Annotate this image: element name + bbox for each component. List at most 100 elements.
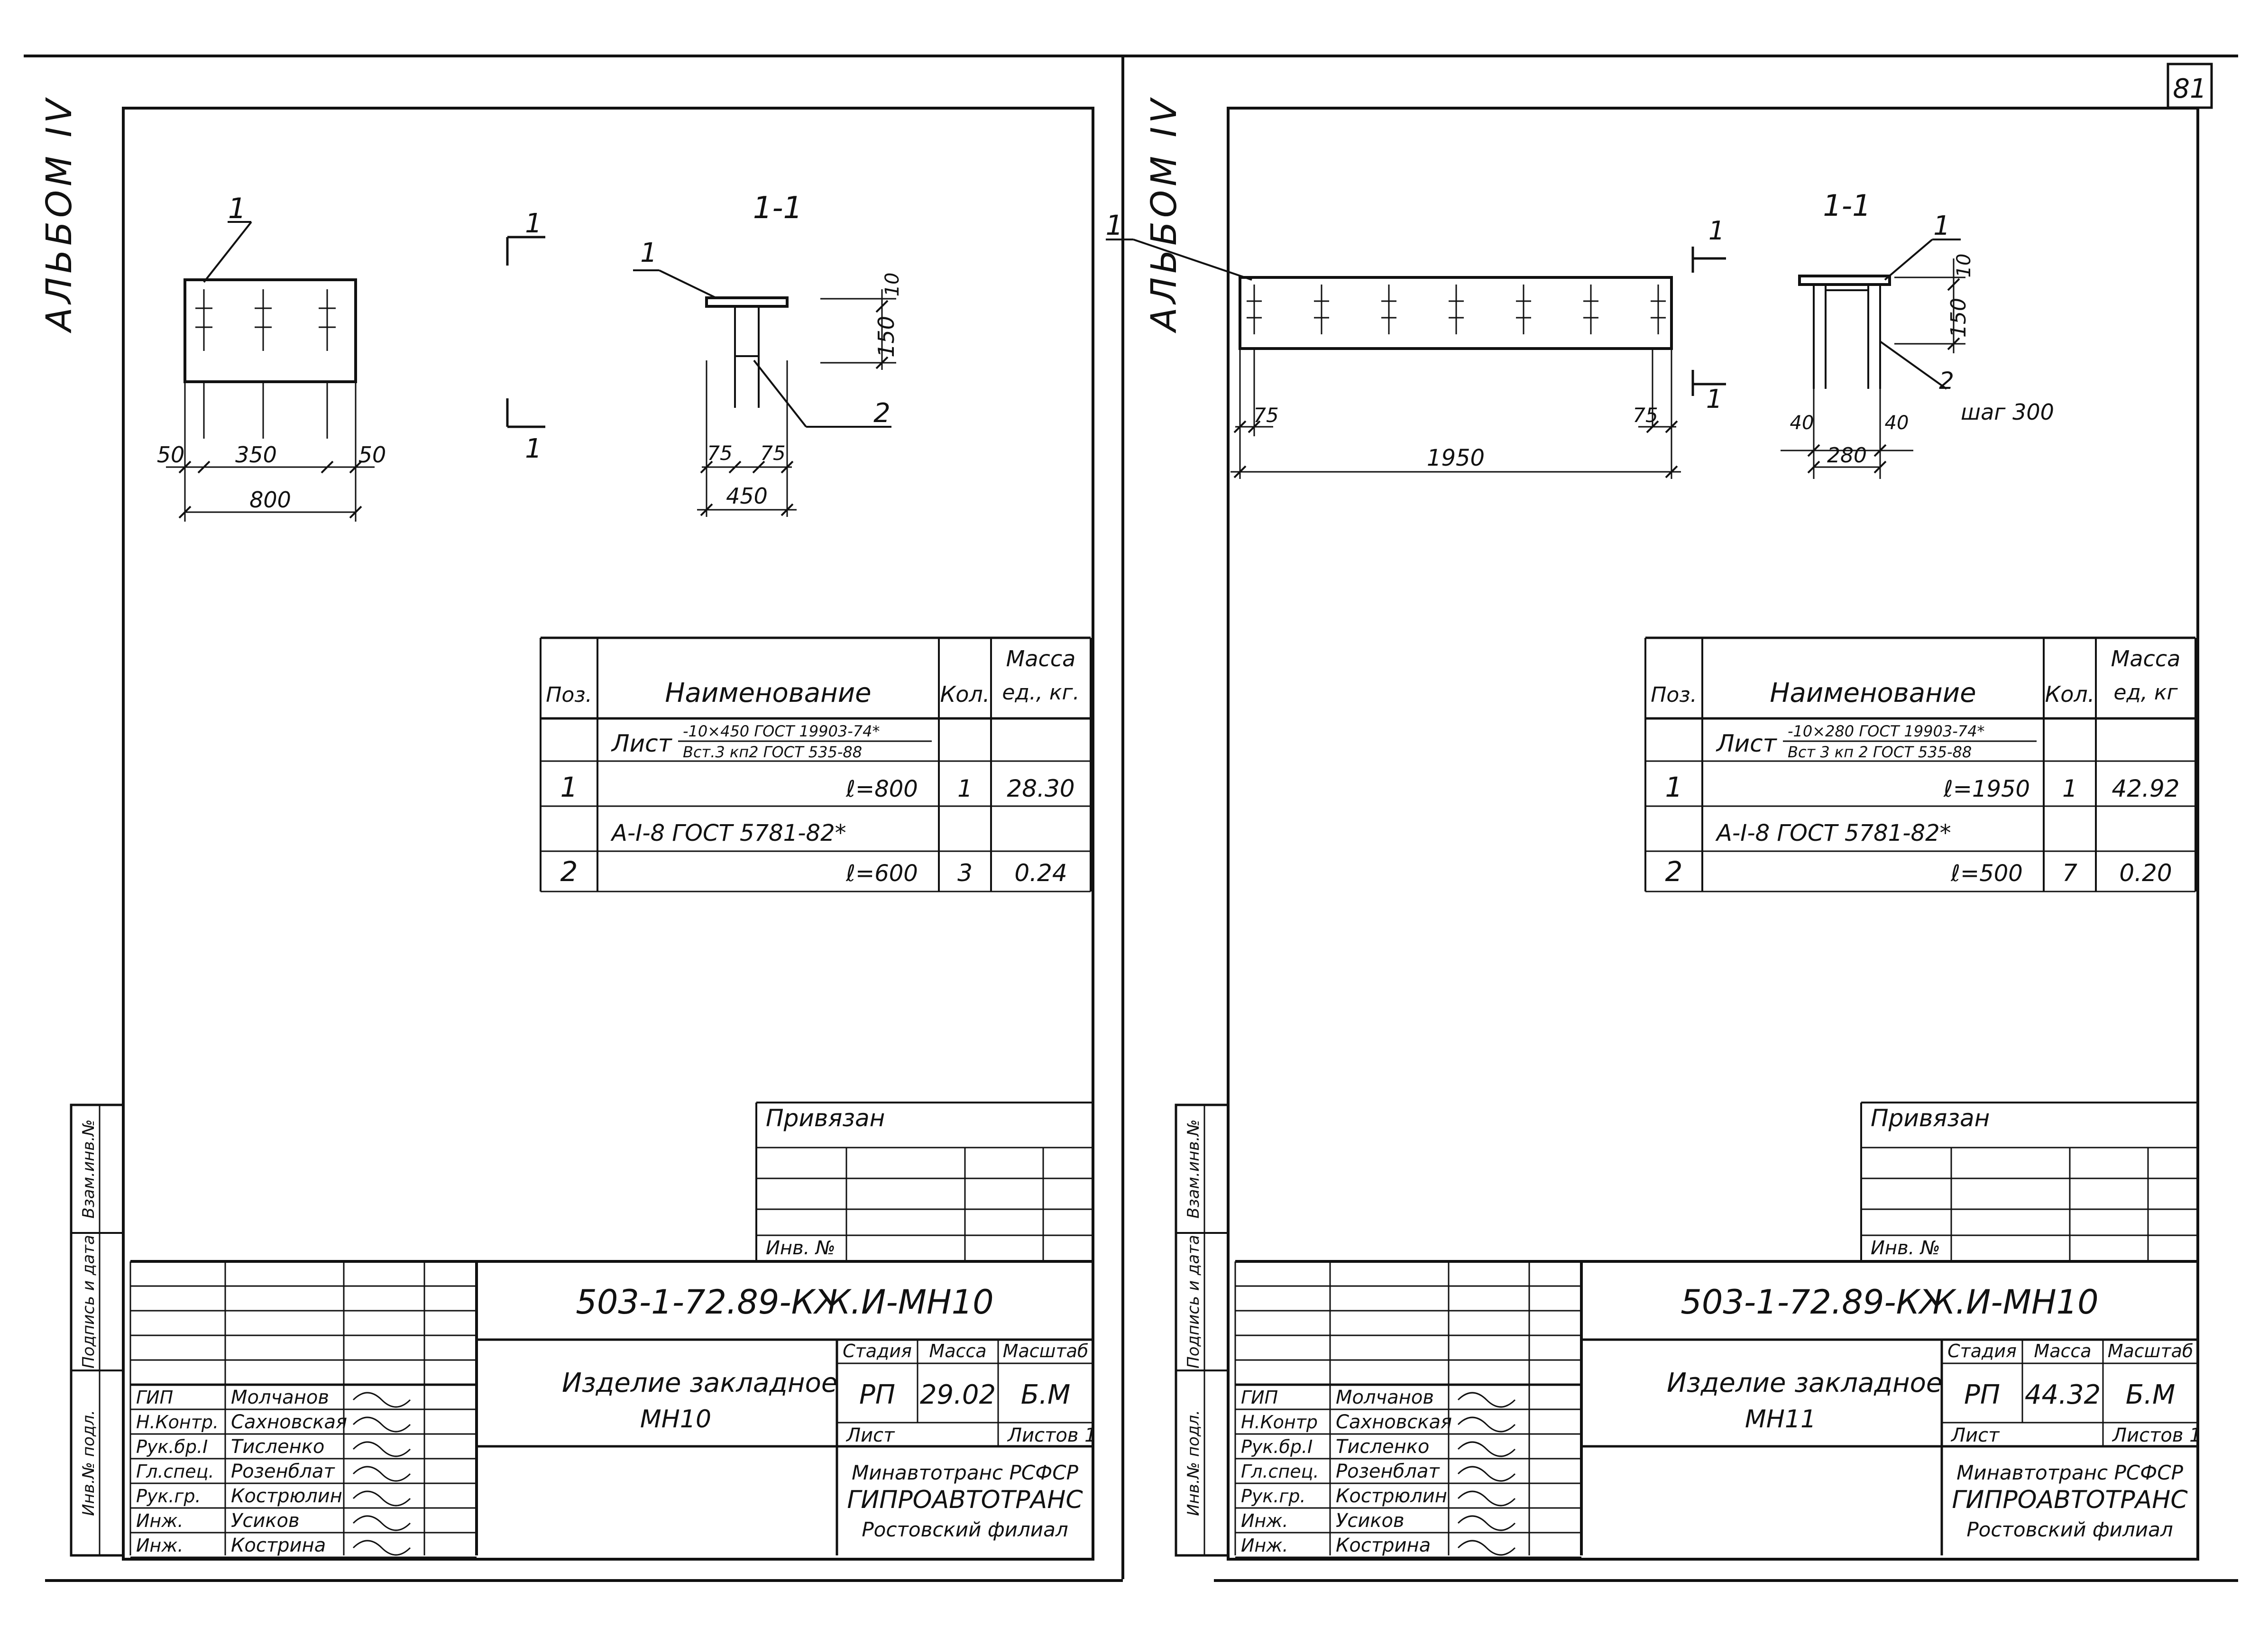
signature-icon	[1457, 1466, 1516, 1482]
dim-tick	[1873, 444, 1887, 457]
spec-material-name: Лист	[611, 730, 673, 757]
dim-label: 40	[1790, 412, 1814, 434]
section-bar-block	[734, 305, 760, 357]
dim-label: 10	[881, 273, 903, 297]
staff-role: Инж.	[136, 1510, 184, 1531]
stage-value: РП	[859, 1379, 895, 1410]
spec-header-qty: Кол.	[2045, 681, 2095, 707]
dim-tick	[1233, 465, 1247, 478]
staff-role: Рук.гр.	[1241, 1486, 1306, 1507]
spec-header-pos: Поз.	[1651, 683, 1697, 707]
pos-label: 1	[1933, 211, 1950, 241]
dim-label: 75	[1253, 404, 1278, 427]
side-label-vzam: Взам.инв.№	[79, 1119, 98, 1218]
staff-name: Сахновская	[231, 1411, 347, 1433]
spec-cell-pos: 2	[1665, 855, 1683, 888]
org-ministry: Минавтотранс РСФСР	[852, 1461, 1079, 1484]
staff-name: Усиков	[231, 1510, 300, 1532]
pos-label: 1	[228, 192, 246, 225]
signature-icon	[352, 1515, 411, 1531]
staff-name: Молчанов	[231, 1387, 329, 1408]
staff-name: Кострюлин	[1336, 1485, 1447, 1507]
plate-plan	[1239, 276, 1673, 350]
dim-label: 1950	[1427, 445, 1485, 471]
dim-label: 75	[1633, 404, 1658, 427]
staff-role: Рук.бр.I	[1241, 1436, 1313, 1457]
product-name: Изделие закладное	[562, 1368, 837, 1398]
dim-tick	[875, 300, 889, 313]
dim-tick	[1807, 444, 1820, 457]
dim-label: 10	[1953, 254, 1975, 278]
side-label-vzam: Взам.инв.№	[1184, 1119, 1203, 1218]
stage-header: Масса	[2034, 1341, 2091, 1361]
stage-header: Масштаб	[1003, 1341, 1089, 1361]
leader-line	[1879, 340, 1947, 390]
leader-line	[203, 221, 252, 283]
spec-cell-mass: 0.24	[1014, 859, 1067, 887]
stage-value: РП	[1964, 1379, 2000, 1410]
spec-material-num: -10×450 ГОСТ 19903-74*	[683, 722, 880, 740]
staff-role: Рук.гр.	[136, 1486, 201, 1507]
stage-header: Масштаб	[2108, 1341, 2194, 1361]
sheets-label: Листов 1	[2112, 1425, 2202, 1446]
pos-label: 1	[1106, 209, 1123, 241]
product-mark: МН11	[1745, 1405, 1816, 1434]
spec-cell-qty: 7	[2062, 859, 2077, 887]
side-stamp	[70, 1103, 125, 1557]
staff-role: Инж.	[136, 1535, 184, 1556]
signature-icon	[1457, 1441, 1516, 1457]
pos-label: 2	[1939, 367, 1954, 395]
dim-tick	[1947, 337, 1960, 350]
pos-label: 1	[640, 238, 657, 268]
album-label: АЛЬБОМ IV	[39, 95, 80, 333]
staff-name: Сахновская	[1336, 1411, 1452, 1433]
sheet-frame	[122, 107, 1094, 1561]
staff-name: Кострина	[1336, 1535, 1431, 1556]
staff-role: Инж.	[1241, 1510, 1288, 1531]
spec-material-num: -10×280 ГОСТ 19903-74*	[1788, 722, 1984, 740]
dim-label: 50	[157, 442, 185, 468]
spec-cell-mass: 28.30	[1007, 775, 1074, 802]
org-ministry: Минавтотранс РСФСР	[1956, 1461, 2184, 1484]
section-mark-label: 1	[1706, 384, 1722, 414]
drawing-code: 503-1-72.89-КЖ.И-МН10	[1680, 1283, 2098, 1322]
staff-role: Н.Контр.	[136, 1412, 219, 1433]
spec-header-name: Наименование	[665, 678, 871, 708]
org-branch: Ростовский филиал	[1966, 1518, 2173, 1541]
staff-role: Инж.	[1241, 1535, 1288, 1556]
side-label-inv: Инв.№ подл.	[79, 1410, 98, 1516]
dim-label: 40	[1885, 412, 1909, 434]
spec-cell-name: ℓ=500	[1950, 860, 2023, 887]
signature-icon	[1457, 1515, 1516, 1531]
dim-label: 150	[873, 316, 899, 358]
dim-tick	[700, 503, 713, 516]
side-stamp	[1175, 1103, 1230, 1557]
signature-icon	[352, 1392, 411, 1408]
staff-name: Розенблат	[1336, 1461, 1440, 1482]
staff-role: Рук.бр.I	[136, 1436, 208, 1457]
spec-material-den: Вст 3 кп 2 ГОСТ 535-88	[1788, 743, 1972, 761]
dim-tick	[1233, 420, 1247, 433]
signature-icon	[352, 1540, 411, 1556]
spec-material-den: Вст.3 кп2 ГОСТ 535-88	[683, 743, 862, 761]
dim-tick	[1248, 420, 1261, 433]
dim-tick	[752, 460, 765, 474]
page-number: 81	[2173, 74, 2206, 104]
staff-name: Тисленко	[1336, 1436, 1429, 1458]
side-label-sign: Подпись и дата	[1184, 1235, 1203, 1369]
stage-header: Стадия	[1947, 1341, 2017, 1361]
section-mark-label: 1	[525, 208, 542, 239]
leader-line	[1884, 239, 1933, 281]
staff-name: Молчанов	[1336, 1387, 1434, 1408]
pos-label: 2	[873, 398, 891, 429]
staff-name: Тисленко	[231, 1436, 324, 1458]
product-name: Изделие закладное	[1667, 1368, 1942, 1398]
section-title: 1-1	[1823, 188, 1871, 223]
signature-icon	[1457, 1540, 1516, 1556]
staff-role: ГИП	[1241, 1387, 1278, 1408]
spec-header-name: Наименование	[1770, 678, 1976, 708]
dim-tick	[728, 460, 742, 474]
staff-role: Гл.спец.	[136, 1461, 214, 1482]
